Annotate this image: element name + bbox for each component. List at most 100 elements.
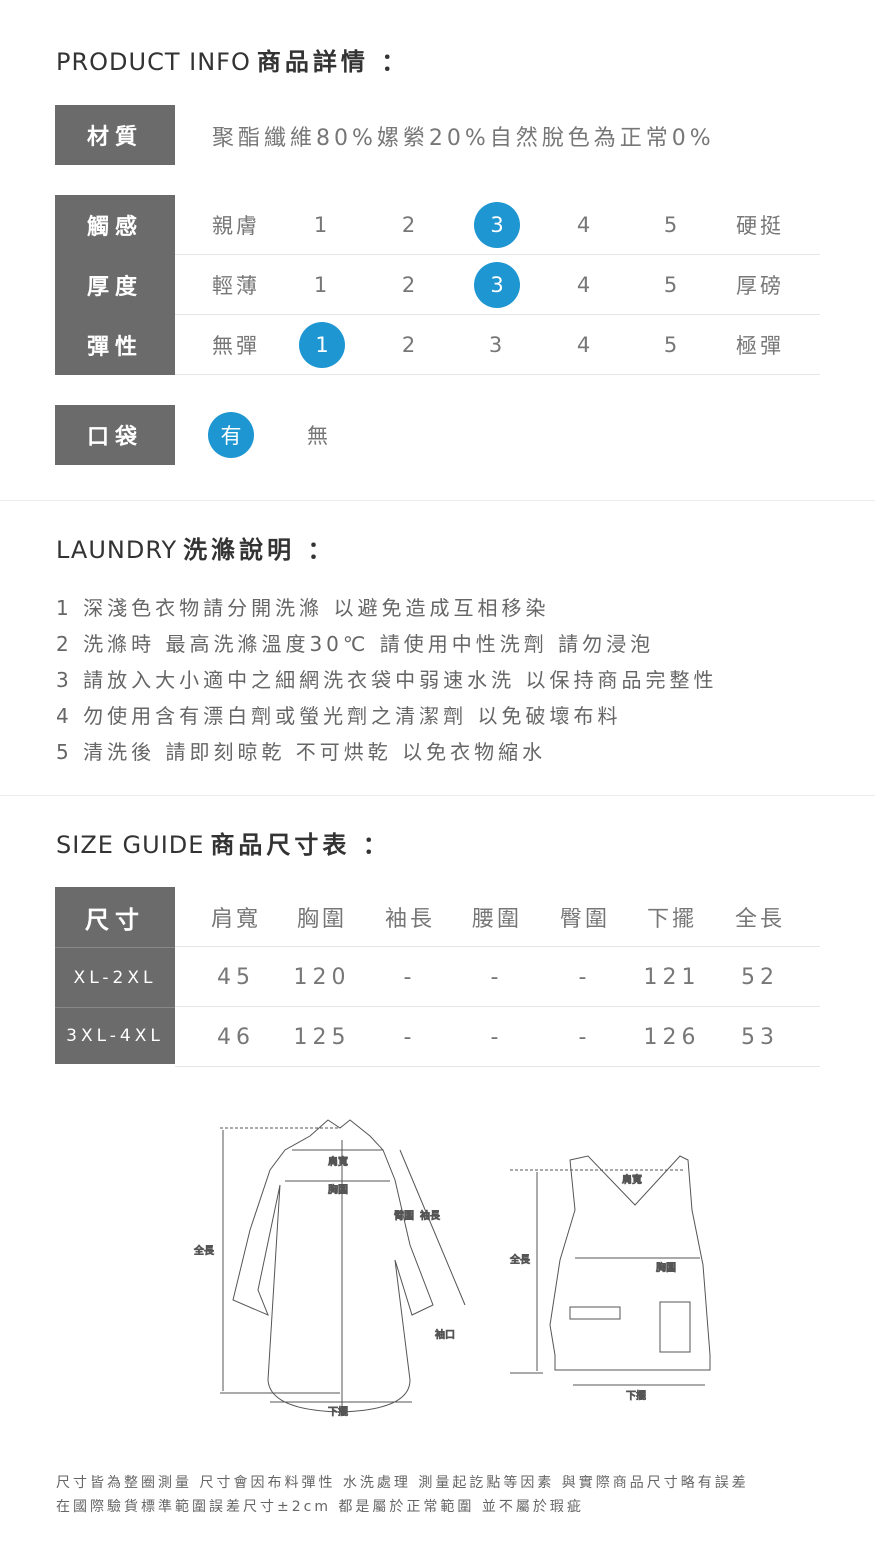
size-header-cell: 臀圍 — [559, 907, 610, 932]
scale-row: 輕薄 1 2 3 4 5 厚磅 — [175, 255, 820, 315]
pocket-options: 有 無 — [175, 405, 375, 465]
scale-option: 2 — [370, 195, 450, 255]
size-header-row: 肩寬 胸圍 袖長 腰圍 臀圍 下擺 全長 — [175, 887, 820, 947]
scale-low-label: 輕薄 — [212, 274, 260, 298]
size-cell: 120 — [293, 964, 351, 990]
size-cell: - — [490, 1024, 504, 1050]
laundry-item: 3 請放入大小適中之細網洗衣袋中弱速水洗 以保持商品完整性 — [56, 668, 718, 692]
laundry-item: 1 深淺色衣物請分開洗滌 以避免造成互相移染 — [56, 596, 550, 620]
shirt-drawing — [220, 1119, 466, 1413]
diagram-label-cuff: 袖口 — [435, 1328, 455, 1341]
material-value: 聚酯纖維80%嫘縈20%自然脫色為正常0% — [212, 126, 715, 151]
scale-option-value: 2 — [401, 333, 419, 357]
title-en: LAUNDRY — [56, 536, 178, 564]
scale-option-value: 2 — [401, 213, 419, 237]
scale-option-value: 4 — [576, 273, 594, 297]
diagram-label-length: 全長 — [194, 1244, 214, 1257]
size-cell: 126 — [643, 1024, 701, 1050]
scale-low-label: 無彈 — [212, 334, 260, 358]
diagram-label-chest: 胸圍 — [328, 1183, 348, 1196]
scale-high-label: 硬挺 — [736, 214, 784, 238]
scale-option-value: 5 — [663, 333, 681, 357]
title-en: PRODUCT INFO — [56, 48, 251, 76]
size-header-cell: 袖長 — [384, 907, 435, 932]
size-row: 45 120 - - - 121 52 — [175, 947, 820, 1007]
title-zh: 洗滌說明 ： — [183, 536, 336, 564]
scale-option: 4 — [545, 255, 625, 315]
size-cell: 125 — [293, 1024, 351, 1050]
title-en: SIZE GUIDE — [56, 831, 205, 859]
laundry-item: 5 清洗後 請即刻晾乾 不可烘乾 以免衣物縮水 — [56, 740, 547, 764]
scale-row: 無彈 1 2 3 4 5 極彈 — [175, 315, 820, 375]
title-zh: 商品尺寸表 ： — [210, 831, 391, 859]
size-header-cell: 腰圍 — [471, 907, 522, 932]
diagram-label-arm: 臂圍 — [394, 1209, 414, 1222]
pocket-label: 口袋 — [55, 405, 175, 465]
scale-high-label: 厚磅 — [736, 274, 784, 298]
scale-row: 親膚 1 2 3 4 5 硬挺 — [175, 195, 820, 255]
size-cell: - — [403, 1024, 417, 1050]
scale-option: 1 — [282, 315, 362, 375]
scale-option-value: 1 — [313, 213, 331, 237]
title-zh: 商品詳情 ： — [256, 48, 410, 76]
scale-option-value: 5 — [663, 213, 681, 237]
scale-option: 3 — [457, 315, 537, 375]
diagram-label-hem: 下擺 — [328, 1405, 348, 1418]
size-diagram: 全長 肩寬 胸圍 臂圍 袖長 袖口 下擺 全長 肩寬 胸圍 下擺 — [194, 1119, 711, 1419]
size-cell: - — [578, 964, 592, 990]
scale-option-value: 3 — [488, 333, 506, 357]
vest-drawing — [510, 1155, 711, 1386]
scale-option-value: 4 — [576, 213, 594, 237]
scale-option-selected: 1 — [299, 322, 345, 368]
pocket-option-yes: 有 — [208, 412, 254, 458]
diagram-label-shoulder: 肩寬 — [328, 1155, 348, 1168]
scale-option-selected: 3 — [474, 202, 520, 248]
pocket-option-no: 無 — [307, 424, 331, 448]
scale-option-value: 2 — [401, 273, 419, 297]
scale-option: 1 — [282, 195, 362, 255]
diagram-label-sleeve: 袖長 — [420, 1209, 440, 1222]
scale-option: 3 — [457, 255, 537, 315]
size-cell: - — [403, 964, 417, 990]
size-cell: 52 — [741, 964, 779, 990]
scale-option-selected: 3 — [474, 262, 520, 308]
size-header-cell: 全長 — [734, 907, 785, 932]
scale-high-label: 極彈 — [736, 334, 784, 358]
scale-option: 4 — [545, 315, 625, 375]
scale-option: 4 — [545, 195, 625, 255]
diagram-label-shoulder-vest: 肩寬 — [622, 1173, 642, 1186]
size-cell: - — [490, 964, 504, 990]
scale-option-value: 5 — [663, 273, 681, 297]
size-note: 在國際驗貨標準範圍誤差尺寸±2cm 都是屬於正常範圍 並不屬於瑕疵 — [56, 1499, 584, 1515]
scale-option: 2 — [370, 255, 450, 315]
size-cell: 45 — [217, 964, 255, 990]
size-cell: - — [578, 1024, 592, 1050]
divider — [0, 795, 875, 796]
laundry-item: 2 洗滌時 最高洗滌溫度30℃ 請使用中性洗劑 請勿浸泡 — [56, 632, 655, 656]
scale-label: 厚度 — [55, 255, 175, 315]
scale-option-value: 4 — [576, 333, 594, 357]
size-header-cell: 下擺 — [646, 907, 697, 932]
size-header-cell: 胸圍 — [296, 907, 347, 932]
size-cell: 121 — [643, 964, 701, 990]
diagram-label-length-vest: 全長 — [510, 1253, 530, 1266]
size-note: 尺寸皆為整圈測量 尺寸會因布料彈性 水洗處理 測量起訖點等因素 與實際商品尺寸略… — [56, 1475, 749, 1491]
size-cell: 46 — [217, 1024, 255, 1050]
scale-low-label: 親膚 — [212, 214, 260, 238]
size-header-label: 尺寸 — [55, 887, 175, 947]
diagram-label-hem-vest: 下擺 — [626, 1389, 646, 1402]
laundry-item: 4 勿使用含有漂白劑或螢光劑之清潔劑 以免破壞布料 — [56, 704, 622, 728]
size-row-label: 3XL-4XL — [55, 1007, 175, 1064]
size-header-cell: 肩寬 — [210, 907, 261, 932]
diagram-label-chest-vest: 胸圍 — [656, 1261, 676, 1274]
size-row-label: XL-2XL — [55, 947, 175, 1007]
material-label: 材質 — [55, 105, 175, 165]
divider — [0, 500, 875, 501]
scale-label: 彈性 — [55, 315, 175, 375]
scale-option: 1 — [282, 255, 362, 315]
scale-option: 5 — [632, 255, 712, 315]
scale-option-value: 1 — [313, 273, 331, 297]
